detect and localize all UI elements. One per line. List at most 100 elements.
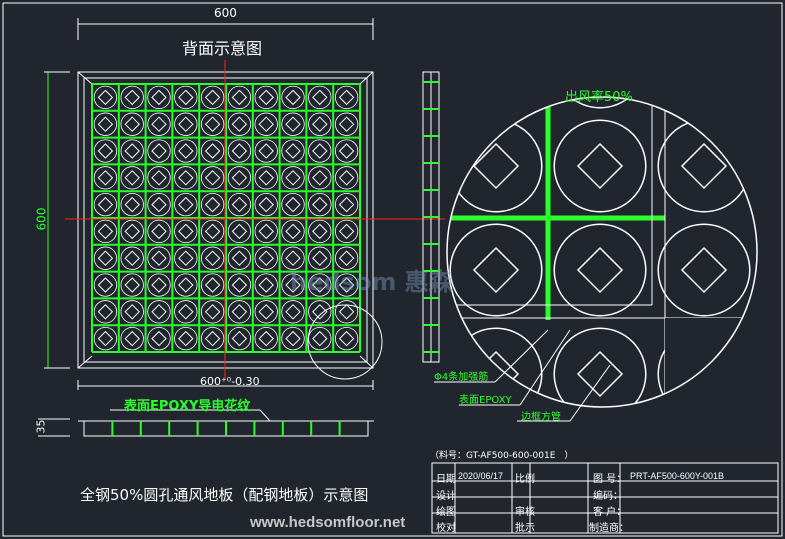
frame-tube xyxy=(664,97,757,407)
hole-circle xyxy=(254,112,278,136)
hole-diamond xyxy=(124,116,140,132)
hole-circle xyxy=(93,166,118,190)
hole-circle xyxy=(200,326,225,351)
hole-diamond xyxy=(97,116,114,132)
hole-diamond xyxy=(204,89,221,106)
hole-circle xyxy=(449,119,543,213)
hole-circle xyxy=(281,300,305,324)
hole-diamond xyxy=(285,223,301,240)
code-label: 编码： xyxy=(593,491,623,502)
hole-circle xyxy=(120,273,144,297)
hole-diamond xyxy=(258,170,274,186)
hole-diamond xyxy=(312,116,328,132)
customer-label: 客 户： xyxy=(593,507,627,518)
hole-diamond xyxy=(151,89,167,106)
hole-diamond xyxy=(312,89,328,106)
hole-diamond xyxy=(285,277,301,293)
hole-circle xyxy=(174,326,198,351)
hole-diamond xyxy=(312,277,328,293)
hole-circle xyxy=(254,192,278,217)
hole-diamond xyxy=(97,277,114,293)
approval-label: 批示 xyxy=(515,523,535,534)
hole-diamond xyxy=(258,143,274,159)
hole-circle xyxy=(174,85,198,110)
hole-circle xyxy=(334,112,359,136)
hole-diamond xyxy=(576,246,624,294)
hole-diamond xyxy=(258,304,274,320)
hole-diamond xyxy=(231,250,248,266)
hole-circle xyxy=(93,246,118,270)
hole-circle xyxy=(147,112,171,136)
hole-diamond xyxy=(338,116,355,132)
hole-circle xyxy=(334,326,359,351)
design-label: 设计 xyxy=(436,491,456,502)
hole-circle xyxy=(308,139,332,163)
hole-circle xyxy=(553,97,647,109)
hole-circle xyxy=(254,326,278,351)
hole-circle xyxy=(174,219,198,244)
hole-diamond xyxy=(151,223,167,240)
hole-circle xyxy=(120,112,144,136)
hole-circle xyxy=(227,219,252,244)
hole-diamond xyxy=(97,89,114,106)
hole-diamond xyxy=(204,330,221,347)
hole-diamond xyxy=(124,223,140,240)
hole-circle xyxy=(120,166,144,190)
hole-circle xyxy=(449,97,543,109)
hole-diamond xyxy=(285,143,301,159)
hole-diamond xyxy=(204,250,221,266)
hole-diamond xyxy=(97,330,114,347)
hole-diamond xyxy=(312,143,328,159)
hole-circle xyxy=(120,219,144,244)
hole-circle xyxy=(200,85,225,110)
hole-diamond xyxy=(204,116,221,132)
hole-diamond xyxy=(258,89,274,106)
hole-circle xyxy=(174,273,198,297)
proportion-label: 比例 xyxy=(515,474,535,485)
hole-circle xyxy=(174,246,198,270)
hole-diamond xyxy=(151,330,167,347)
corner xyxy=(359,71,374,85)
hole-circle xyxy=(657,119,751,213)
hole-circle xyxy=(227,166,252,190)
hole-circle xyxy=(147,300,171,324)
hole-diamond xyxy=(231,223,248,240)
frame-tube xyxy=(447,317,757,407)
hole-diamond xyxy=(178,116,194,132)
hole-circle xyxy=(93,300,118,324)
hole-diamond xyxy=(231,170,248,186)
hole-circle xyxy=(334,166,359,190)
hole-circle xyxy=(281,219,305,244)
hole-diamond xyxy=(231,304,248,320)
hole-circle xyxy=(281,246,305,270)
hole-diamond xyxy=(151,196,167,213)
hole-diamond xyxy=(285,250,301,266)
website-url: www.hedsomfloor.net xyxy=(250,514,406,531)
hole-diamond xyxy=(312,223,328,240)
hole-diamond xyxy=(124,196,140,213)
hole-diamond xyxy=(97,304,114,320)
hole-diamond xyxy=(124,170,140,186)
back-view-title: 背面示意图 xyxy=(182,39,263,58)
hole-circle xyxy=(120,85,144,110)
hole-circle xyxy=(120,326,144,351)
hole-circle xyxy=(657,97,751,109)
hole-circle xyxy=(93,273,118,297)
hole-circle xyxy=(254,85,278,110)
hole-diamond xyxy=(312,170,328,186)
hole-diamond xyxy=(370,144,414,188)
hole-circle xyxy=(147,326,171,351)
hole-diamond xyxy=(338,223,355,240)
hole-circle xyxy=(308,192,332,217)
hole-circle xyxy=(227,139,252,163)
hole-circle xyxy=(227,326,252,351)
hole-circle xyxy=(281,85,305,110)
hole-circle xyxy=(93,139,118,163)
hole-circle xyxy=(254,139,278,163)
hole-circle xyxy=(174,112,198,136)
hole-diamond xyxy=(370,40,414,84)
hole-diamond xyxy=(285,196,301,213)
hole-diamond xyxy=(231,89,248,106)
hole-circle xyxy=(227,192,252,217)
